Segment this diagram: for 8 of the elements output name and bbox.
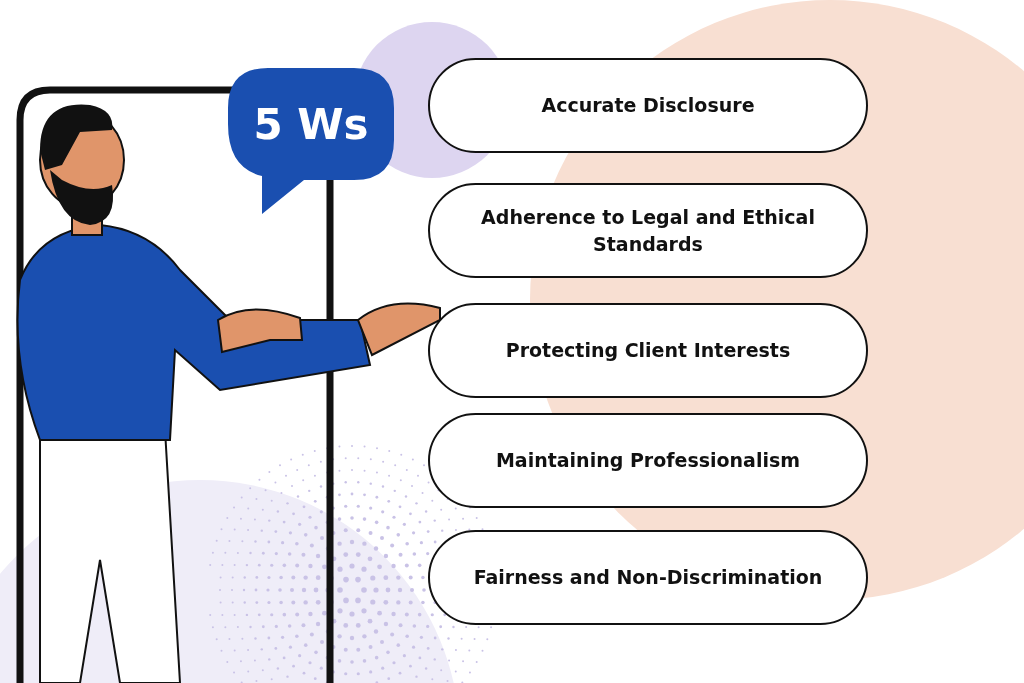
item-text: Accurate Disclosure [541, 93, 755, 119]
item-text: Adherence to Legal and Ethical Standards [480, 204, 816, 257]
item-text: Fairness and Non-Discrimination [473, 565, 823, 591]
item-text: Maintaining Professionalism [495, 448, 801, 474]
pill-box [428, 530, 868, 625]
item-text: Protecting Client Interests [505, 338, 791, 364]
bubble-text: 5 Ws [253, 99, 369, 149]
pill-box [428, 303, 868, 398]
